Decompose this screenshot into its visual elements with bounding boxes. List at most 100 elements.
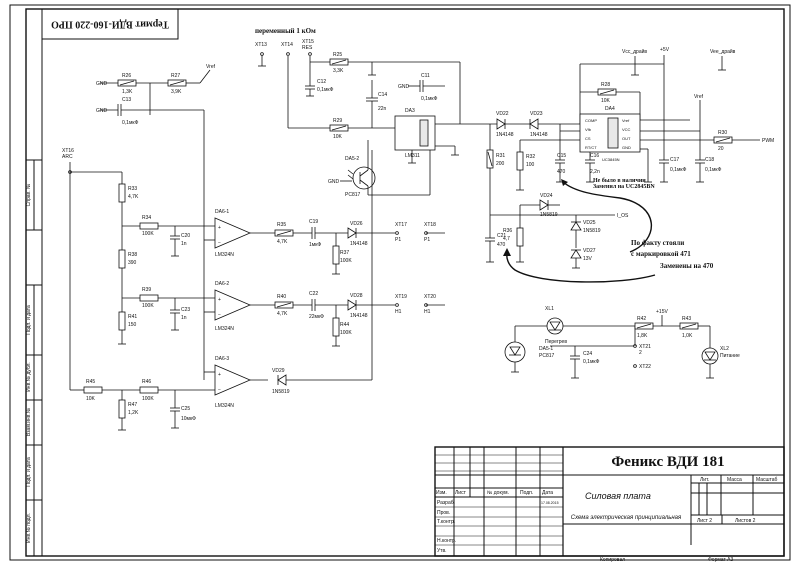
svg-text:Vee_драйв: Vee_драйв xyxy=(710,48,736,55)
resistor-r43: R43 1,0K xyxy=(679,316,711,348)
svg-text:H1: H1 xyxy=(424,309,431,315)
svg-text:GND: GND xyxy=(622,145,631,150)
capacitor-c21: C21 470 xyxy=(485,215,506,263)
svg-text:C14: C14 xyxy=(378,92,387,98)
svg-text:Формат А3: Формат А3 xyxy=(708,557,733,563)
svg-text:XT20: XT20 xyxy=(424,294,436,300)
side-strip: Справ. № Подп. и дата Инв.№ дубл. Взам.и… xyxy=(25,159,43,557)
connector-xt21: XT21 2 xyxy=(633,344,651,356)
diode-vd28: VD28 1N4148 xyxy=(347,293,395,319)
capacitor-c13: C13 0,1мкФ GND xyxy=(96,83,151,126)
note-not-available-2: Заменил на UC2845BN xyxy=(593,184,655,190)
side-label-inv-podl: Инв.№ подл. xyxy=(26,513,32,543)
svg-text:Vref: Vref xyxy=(694,94,704,100)
svg-text:Vcc_драйв: Vcc_драйв xyxy=(622,48,647,55)
resistor-r30: R30 20 PWM xyxy=(713,130,774,152)
svg-text:№ докум.: № докум. xyxy=(487,490,509,496)
svg-text:1n: 1n xyxy=(181,241,187,247)
svg-text:4,7K: 4,7K xyxy=(277,239,288,245)
svg-text:VD29: VD29 xyxy=(272,368,285,374)
led-xl2: XL2 Питание xyxy=(701,346,740,379)
outer-border xyxy=(9,4,791,561)
svg-text:LM324N: LM324N xyxy=(215,403,234,409)
svg-text:XT21: XT21 xyxy=(639,344,651,350)
svg-text:1N5819: 1N5819 xyxy=(540,212,558,218)
title-stamp-box xyxy=(41,8,179,40)
svg-text:DA5-1: DA5-1 xyxy=(539,346,553,352)
capacitor-c11: C11 0,1мкФ GND xyxy=(398,73,445,102)
resistor-r27: R27 3,9K Vref xyxy=(136,64,216,95)
svg-text:13V: 13V xyxy=(583,256,593,262)
svg-text:RES: RES xyxy=(302,45,313,51)
svg-text:DA4: DA4 xyxy=(605,106,615,112)
zener-vd27: VD27 13V xyxy=(570,248,596,269)
svg-text:LM324N: LM324N xyxy=(215,252,234,258)
svg-text:22n: 22n xyxy=(378,106,387,112)
svg-text:100K: 100K xyxy=(142,231,154,237)
svg-text:200: 200 xyxy=(496,161,505,167)
svg-text:VD28: VD28 xyxy=(350,293,363,299)
svg-text:2: 2 xyxy=(639,350,642,356)
svg-text:1мкФ: 1мкФ xyxy=(309,242,321,248)
svg-text:GND: GND xyxy=(398,84,410,90)
svg-text:C25: C25 xyxy=(181,406,190,412)
svg-text:0,1мкФ: 0,1мкФ xyxy=(705,167,722,173)
diode-vd29: VD29 1N5819 xyxy=(272,150,373,395)
svg-text:XT16: XT16 xyxy=(62,148,74,154)
annotation-arrow-to-c21 xyxy=(506,251,656,283)
svg-text:Разраб.: Разраб. xyxy=(437,500,455,506)
svg-text:100K: 100K xyxy=(142,396,154,402)
ground-top-372 xyxy=(368,62,376,76)
svg-text:R44: R44 xyxy=(340,322,349,328)
svg-text:R42: R42 xyxy=(637,316,646,322)
svg-text:C21: C21 xyxy=(497,233,506,239)
ic-da3-lm311: DA3 LM311 xyxy=(394,62,461,159)
svg-text:P1: P1 xyxy=(395,237,401,243)
connectors-xt17-xt18: XT17 P1 XT18 P1 xyxy=(395,222,445,243)
svg-text:C11: C11 xyxy=(421,73,430,79)
svg-text:VD22: VD22 xyxy=(496,111,509,117)
svg-text:−: − xyxy=(218,312,221,318)
svg-text:VD26: VD26 xyxy=(350,221,363,227)
note-replaced: Заменены на 470 xyxy=(660,262,714,270)
svg-text:470: 470 xyxy=(497,242,506,248)
svg-text:390: 390 xyxy=(128,260,137,266)
capacitor-c14: C14 22n xyxy=(366,80,387,128)
svg-text:R26: R26 xyxy=(122,73,131,79)
svg-text:Питание: Питание xyxy=(720,353,740,359)
svg-text:XL2: XL2 xyxy=(720,346,729,352)
svg-text:10K: 10K xyxy=(86,396,96,402)
resistor-r37: R37 100K xyxy=(332,233,352,275)
resistor-r47: R47 1,2K xyxy=(118,390,139,431)
connector-xt16: XT16 ARC xyxy=(62,148,122,390)
svg-text:Т.контр.: Т.контр. xyxy=(437,519,455,525)
svg-text:C13: C13 xyxy=(122,97,131,103)
diode-vd26: VD26 1N4148 xyxy=(347,221,395,247)
svg-text:1,8K: 1,8K xyxy=(637,333,648,339)
svg-text:R27: R27 xyxy=(171,73,180,79)
resistor-r35: R35 4,7K xyxy=(274,222,312,245)
diode-vd24: VD24 1N5819 xyxy=(519,193,560,218)
rotated-title: Термит ВДИ-160-220 ПРО xyxy=(51,19,169,30)
doc-type: Схема электрическая принципиальная xyxy=(571,515,682,521)
svg-text:C17: C17 xyxy=(670,157,679,163)
side-label-podp-1: Подп. и дата xyxy=(26,305,32,335)
svg-text:0,1мкФ: 0,1мкФ xyxy=(317,87,334,93)
opamp-da6-1: + − DA6-1 LM324N xyxy=(204,209,275,258)
capacitor-c22: C22 22мкФ xyxy=(309,291,348,320)
capacitors-c17-c18: C17 0,1мкФ C18 0,1мкФ Vref xyxy=(659,94,722,183)
svg-text:22мкФ: 22мкФ xyxy=(309,314,324,320)
svg-text:20: 20 xyxy=(718,146,724,152)
product-title: Феникс ВДИ 181 xyxy=(611,454,724,470)
opamp-da6-3: + − DA6-3 LM324N xyxy=(204,356,268,409)
diode-vd23: VD23 1N4148 xyxy=(529,111,580,138)
svg-text:R32: R32 xyxy=(526,154,535,160)
svg-text:3,9K: 3,9K xyxy=(171,89,182,95)
svg-text:−: − xyxy=(218,387,221,393)
svg-text:R34: R34 xyxy=(142,215,151,221)
svg-text:XT19: XT19 xyxy=(395,294,407,300)
side-label-vzam: Взам.инв.№ xyxy=(26,408,32,436)
svg-text:VD27: VD27 xyxy=(583,248,596,254)
capacitor-c24: C24 0,1мкФ xyxy=(570,346,600,379)
svg-text:R47: R47 xyxy=(128,402,137,408)
